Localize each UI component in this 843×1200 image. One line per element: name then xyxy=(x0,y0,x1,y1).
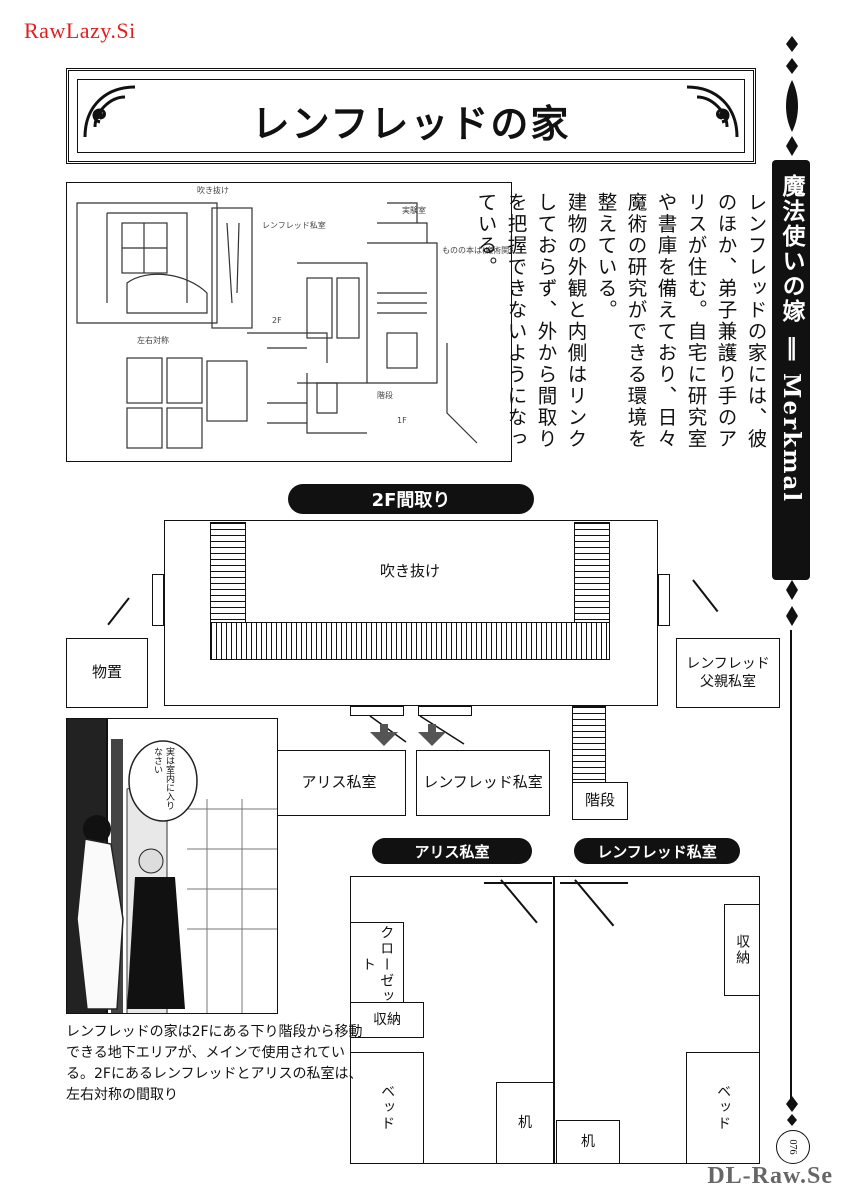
page-title: レンフレッドの家 xyxy=(251,101,571,146)
atrium-label: 吹き抜け xyxy=(379,562,440,580)
arrow-down-icon xyxy=(369,715,465,746)
storage-left: 収納 xyxy=(350,1002,424,1038)
ornament-icon xyxy=(786,1096,798,1126)
series-side-bar: 魔法使いの嫁 ‖ Merkmal xyxy=(772,160,810,580)
door-swing-left xyxy=(107,597,130,626)
door-right xyxy=(658,574,670,626)
renfred-room-banner: レンフレッド私室 xyxy=(574,838,740,864)
sketch-note-3: 実験室 xyxy=(402,205,426,215)
manga-panel: 実は室内に入りなさい xyxy=(66,718,278,1014)
page-number: 076 xyxy=(776,1130,810,1164)
alice-room-label: アリス私室 xyxy=(301,773,377,792)
door-swing-right xyxy=(692,579,719,613)
watermark-bottom: DL-Raw.Se xyxy=(707,1163,833,1189)
title-frame: レンフレッドの家 xyxy=(66,68,756,164)
down-stairs xyxy=(572,706,606,784)
desk-left-label: 机 xyxy=(518,1114,532,1131)
bed-left-label: ベッド xyxy=(379,1084,396,1132)
side-divider xyxy=(790,630,792,1100)
flourish-icon xyxy=(83,85,136,138)
storage-room: 物置 xyxy=(66,638,148,708)
storage-label: 物置 xyxy=(91,663,122,682)
door-line-renfred xyxy=(560,882,628,884)
sketch-note-4: 2F xyxy=(272,316,282,325)
sketch-note-8: 1F xyxy=(397,416,407,425)
desk-left: 机 xyxy=(496,1082,554,1164)
series-title: 魔法使いの嫁 ‖ Merkmal xyxy=(778,174,805,504)
watermark-top: RawLazy.Si xyxy=(24,18,136,43)
sketch-note-2: 左右対称 xyxy=(137,335,169,345)
floorplan-2f-banner: 2F間取り xyxy=(288,484,534,514)
desk-right: 机 xyxy=(556,1120,620,1164)
atrium-stairs-bottom xyxy=(210,622,610,660)
father-room-label: レンフレッド父親私室 xyxy=(686,655,770,690)
caption: レンフレッドの家は2Fにある下り階段から移動できる地下エリアが、メインで使用され… xyxy=(66,1024,363,1103)
father-room: レンフレッド父親私室 xyxy=(676,638,780,708)
renfred-banner-label: レンフレッド私室 xyxy=(597,842,717,861)
stairs-room: 階段 xyxy=(572,782,628,820)
alice-room-2f: アリス私室 xyxy=(272,750,406,816)
storage-right: 収納 xyxy=(724,904,760,996)
sketch-note-1: レンフレッド私室 xyxy=(262,220,326,230)
concept-sketch: レンフレッド私室 左右対称 実験室 2F ものの本は(魔術関係)はレンフレッドの… xyxy=(66,182,513,462)
body-paragraph-1: レンフレッドの家には、彼のほか、弟子兼護り手のアリスが住む。自宅に研究室や書庫を… xyxy=(594,192,767,450)
closet-label: クローゼット xyxy=(360,925,395,1005)
door-renfred xyxy=(418,706,472,716)
body-paragraph-2: 建物の外観と内側はリンクしておらず、外から間取りを把握できないようになっている。 xyxy=(474,192,587,450)
bed-right-label: ベッド xyxy=(715,1084,732,1132)
desk-right-label: 机 xyxy=(581,1133,595,1150)
renfred-room-label: レンフレッド私室 xyxy=(423,773,543,792)
sketch-note-6: 吹き抜け xyxy=(197,185,229,195)
storage-right-label: 収納 xyxy=(734,934,751,966)
sketch-note-5: ものの本は(魔術関係)はレンフレッドの父親私室の本棚 xyxy=(442,245,513,255)
speech-bubble: 実は室内に入りなさい xyxy=(152,747,174,810)
alice-room-banner: アリス私室 xyxy=(372,838,532,864)
renfred-room-2f: レンフレッド私室 xyxy=(416,750,550,816)
door-left xyxy=(152,574,164,626)
alice-banner-label: アリス私室 xyxy=(414,842,490,861)
door-line-alice xyxy=(484,882,552,884)
ornament-icon xyxy=(786,580,798,626)
ornament-icon xyxy=(786,36,798,156)
bed-right: ベッド xyxy=(686,1052,760,1164)
floorplan-2f-main xyxy=(164,520,658,706)
stairs-label: 階段 xyxy=(584,791,615,810)
storage-left-label: 収納 xyxy=(373,1011,401,1028)
sketch-note-7: 階段 xyxy=(377,390,393,400)
closet: クローゼット xyxy=(350,922,404,1008)
floorplan-2f-title: 2F間取り xyxy=(371,490,451,511)
bed-left: ベッド xyxy=(350,1052,424,1164)
door-alice xyxy=(350,706,404,716)
body-text: レンフレッドの家には、彼のほか、弟子兼護り手のアリスが住む。自宅に研究室や書庫を… xyxy=(474,192,770,467)
flourish-icon xyxy=(686,85,739,138)
room-divider xyxy=(553,876,555,1164)
